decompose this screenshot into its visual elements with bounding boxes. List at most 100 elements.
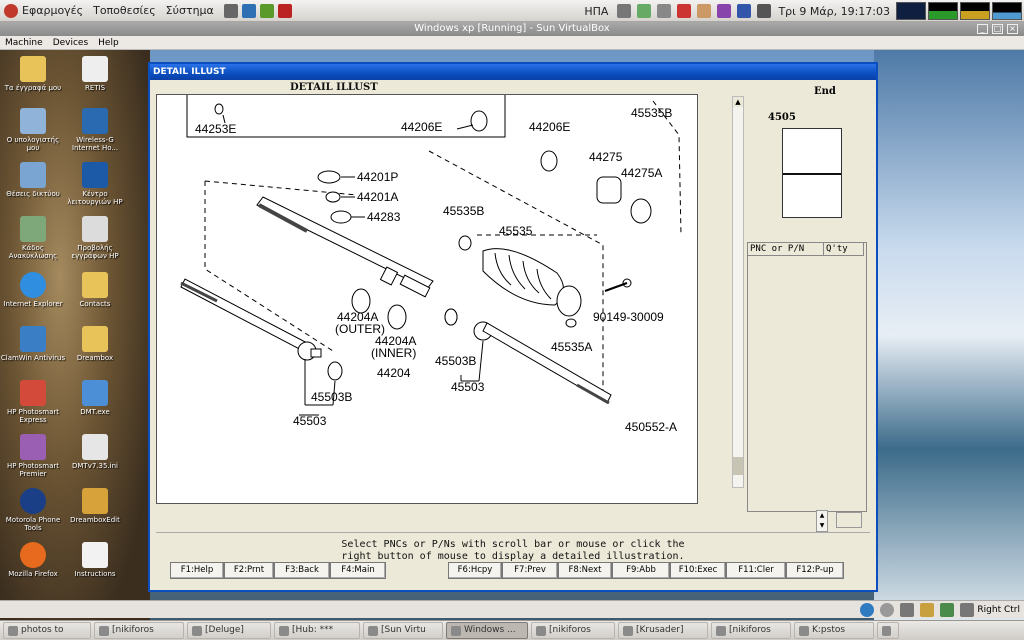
f12-popup-button[interactable]: F12:P-up [786,562,844,579]
label-44204[interactable]: 44204 [377,366,411,380]
label-45503-right[interactable]: 45503 [451,380,485,394]
desktop-icon-hp-premier[interactable]: HP Photosmart Premier [0,434,66,478]
system-menu[interactable]: Σύστημα [166,4,214,17]
label-45503b-right[interactable]: 45503B [435,354,476,368]
scroll-thumb[interactable] [733,457,743,475]
desktop-icon-hp-docs[interactable]: Προβολής εγγράφων HP [62,216,128,260]
label-44275[interactable]: 44275 [589,150,623,164]
f6-hardcopy-button[interactable]: F6:Hcpy [448,562,502,579]
desktop-icon-clamwin[interactable]: ClamWin Antivirus [0,326,66,362]
label-45535a[interactable]: 45535A [551,340,592,354]
task-nikiforos-1[interactable]: [nikiforos [94,622,184,639]
desktop-icon-retis[interactable]: RETIS [62,56,128,92]
label-45503b-left[interactable]: 45503B [311,390,352,404]
cd-activity-icon[interactable] [880,603,895,617]
label-44206e[interactable]: 44206E [529,120,570,134]
f3-back-button[interactable]: F3:Back [274,562,330,579]
places-menu[interactable]: Τοποθεσίες [93,4,156,17]
label-45535b-top[interactable]: 45535B [631,106,672,120]
red-launcher-icon[interactable] [277,3,292,18]
task-krusader[interactable]: [Krusader] [618,622,708,639]
desktop-icon-recycle-bin[interactable]: Κάδος Ανακύκλωσης [0,216,66,260]
f10-exec-button[interactable]: F10:Exec [670,562,726,579]
parts-illustration[interactable]: 44253E 44206E 45535B 44206E 44275 44275A… [156,94,698,504]
label-44204a-inner[interactable]: 44204A [375,334,416,348]
camera-launcher-icon[interactable] [223,3,238,18]
f11-clear-button[interactable]: F11:Cler [726,562,786,579]
desktop-icon-dreamboxedit[interactable]: DreamboxEdit [62,488,128,524]
task-hub[interactable]: [Hub: *** [274,622,360,639]
desktop-icon-dmt-ini[interactable]: DMTv7.35.ini [62,434,128,470]
desktop-icon-hp-center[interactable]: Κέντρο λειτουργιών HP [62,162,128,206]
label-44275a[interactable]: 44275A [621,166,662,180]
desktop-icon-dmt[interactable]: DMT.exe [62,380,128,416]
volume-icon[interactable] [617,4,632,18]
bluetooth-icon[interactable] [737,4,752,18]
f4-main-button[interactable]: F4:Main [330,562,386,579]
nvidia-launcher-icon[interactable] [259,3,274,18]
task-nikiforos-2[interactable]: [nikiforos [531,622,615,639]
scroll-up-arrow-icon[interactable]: ▲ [733,97,743,107]
page-spinner-value[interactable] [836,512,862,528]
pidgin-icon[interactable] [717,4,732,18]
label-45503-left[interactable]: 45503 [293,414,327,428]
close-button[interactable]: × [1007,24,1018,34]
virtualbox-launcher-icon[interactable] [241,3,256,18]
overview-minimap[interactable] [782,128,842,218]
network-icon[interactable] [657,4,672,18]
shared-folder-icon[interactable] [920,603,935,617]
desktop-icon-my-computer[interactable]: Ο υπολογιστής μου [0,108,66,152]
minimap-viewport[interactable] [783,173,841,217]
label-44206e-top[interactable]: 44206E [401,120,442,134]
desktop-icon-hp-express[interactable]: HP Photosmart Express [0,380,66,424]
desktop-icon-network[interactable]: Θέσεις δικτύου [0,162,66,198]
hdd-activity-icon[interactable] [860,603,875,617]
clock[interactable]: Τρι 9 Μάρ, 19:17:03 [778,4,890,18]
desktop-icon-contacts[interactable]: Contacts [62,272,128,308]
f9-abb-button[interactable]: F9:Abb [612,562,670,579]
pnc-table[interactable]: PNC or P/N Q'ty [747,242,867,512]
display-icon[interactable] [757,4,772,18]
parts-diagram[interactable]: 44253E 44206E 45535B 44206E 44275 44275A… [157,95,697,503]
f1-help-button[interactable]: F1:Help [170,562,224,579]
applications-menu[interactable]: Εφαρμογές [4,3,83,18]
label-44253e[interactable]: 44253E [195,122,236,136]
label-45535[interactable]: 45535 [499,224,533,238]
user-icon[interactable] [697,4,712,18]
label-44283[interactable]: 44283 [367,210,401,224]
show-desktop-button[interactable] [877,622,899,639]
label-44201p[interactable]: 44201P [357,170,398,184]
label-44204a-outer[interactable]: 44204A [337,310,378,324]
maximize-button[interactable]: □ [992,24,1003,34]
task-deluge[interactable]: [Deluge] [187,622,271,639]
keyboard-layout-indicator[interactable]: ΗΠΑ [584,4,609,18]
menu-help[interactable]: Help [98,38,119,48]
task-kpstos[interactable]: K:pstos [794,622,874,639]
desktop-icon-firefox[interactable]: Mozilla Firefox [0,542,66,578]
desktop-icon-instructions[interactable]: Instructions [62,542,128,578]
desktop-icon-my-documents[interactable]: Τα έγγραφά μου [0,56,66,92]
mouse-integration-icon[interactable] [940,603,955,617]
f8-next-button[interactable]: F8:Next [558,562,612,579]
desktop-icon-wireless[interactable]: Wireless-G Internet Ho... [62,108,128,152]
desktop-icon-motorola[interactable]: Motorola Phone Tools [0,488,66,532]
label-44201a[interactable]: 44201A [357,190,398,204]
desktop-icon-dreambox[interactable]: Dreambox [62,326,128,362]
f7-prev-button[interactable]: F7:Prev [502,562,558,579]
task-photos[interactable]: photos to [3,622,91,639]
task-sun-virtualbox[interactable]: [Sun Virtu [363,622,443,639]
task-windows-xp[interactable]: Windows ... [446,622,528,639]
mail-icon[interactable] [677,4,692,18]
illustration-scrollbar[interactable]: ▲ [732,96,744,488]
label-45535b[interactable]: 45535B [443,204,484,218]
app-titlebar[interactable]: DETAIL ILLUST [150,64,876,80]
battery-icon[interactable] [637,4,652,18]
f2-print-button[interactable]: F2:Prnt [224,562,274,579]
page-spinner[interactable]: ▲▼ [816,510,828,532]
menu-machine[interactable]: Machine [5,38,43,48]
menu-devices[interactable]: Devices [52,38,89,48]
minimize-button[interactable]: _ [977,24,988,34]
task-nikiforos-3[interactable]: [nikiforos [711,622,791,639]
desktop-icon-internet-explorer[interactable]: Internet Explorer [0,272,66,308]
usb-icon[interactable] [900,603,915,617]
